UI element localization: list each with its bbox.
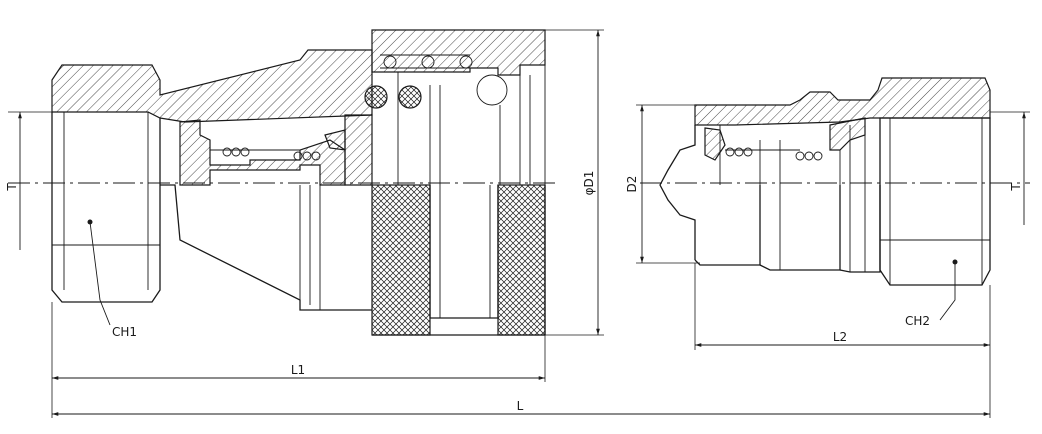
callout-ch1: CH1 bbox=[112, 325, 137, 339]
sleeve-upper-section bbox=[371, 29, 546, 76]
dim-label-t-left: T bbox=[5, 183, 19, 192]
nipple-inner-spring bbox=[725, 147, 823, 161]
sleeve-spring bbox=[380, 54, 473, 69]
coupler-inner-spring bbox=[222, 147, 321, 161]
coupler-female-half bbox=[51, 29, 546, 336]
nipple-male-half bbox=[659, 77, 991, 286]
dim-label-l: L bbox=[517, 399, 524, 413]
dim-d2: D2 bbox=[625, 104, 700, 264]
o-ring-1 bbox=[364, 85, 388, 109]
dim-label-l2: L2 bbox=[833, 330, 847, 344]
leader-ch2: CH2 bbox=[905, 259, 958, 328]
dim-l2: L2 bbox=[694, 263, 991, 418]
coupler-valve-seat bbox=[179, 119, 346, 186]
locking-ball bbox=[476, 74, 508, 106]
dim-label-l1: L1 bbox=[291, 363, 305, 377]
knurl-band-2 bbox=[497, 184, 546, 336]
knurl-band-1 bbox=[371, 184, 431, 336]
callout-ch2: CH2 bbox=[905, 314, 930, 328]
leader-ch1: CH1 bbox=[87, 219, 137, 339]
hex-nut-upper-section bbox=[51, 49, 373, 123]
dim-label-d2: D2 bbox=[625, 176, 639, 193]
dim-t-right: T bbox=[990, 111, 1030, 225]
dim-t-left: T bbox=[5, 111, 56, 250]
dim-l: L bbox=[52, 399, 990, 416]
hex-nut-body bbox=[51, 112, 161, 303]
o-ring-2 bbox=[398, 85, 422, 109]
dim-l1: L1 bbox=[51, 302, 546, 418]
nipple-nose bbox=[659, 125, 696, 260]
coupler-body-lower bbox=[160, 184, 372, 311]
dim-label-d1: φD1 bbox=[582, 171, 596, 196]
dim-d1: φD1 bbox=[545, 29, 604, 336]
dim-label-t-right: T bbox=[1009, 183, 1023, 192]
hex-nut-ch2 bbox=[879, 117, 991, 286]
nipple-upper-section bbox=[694, 77, 991, 126]
